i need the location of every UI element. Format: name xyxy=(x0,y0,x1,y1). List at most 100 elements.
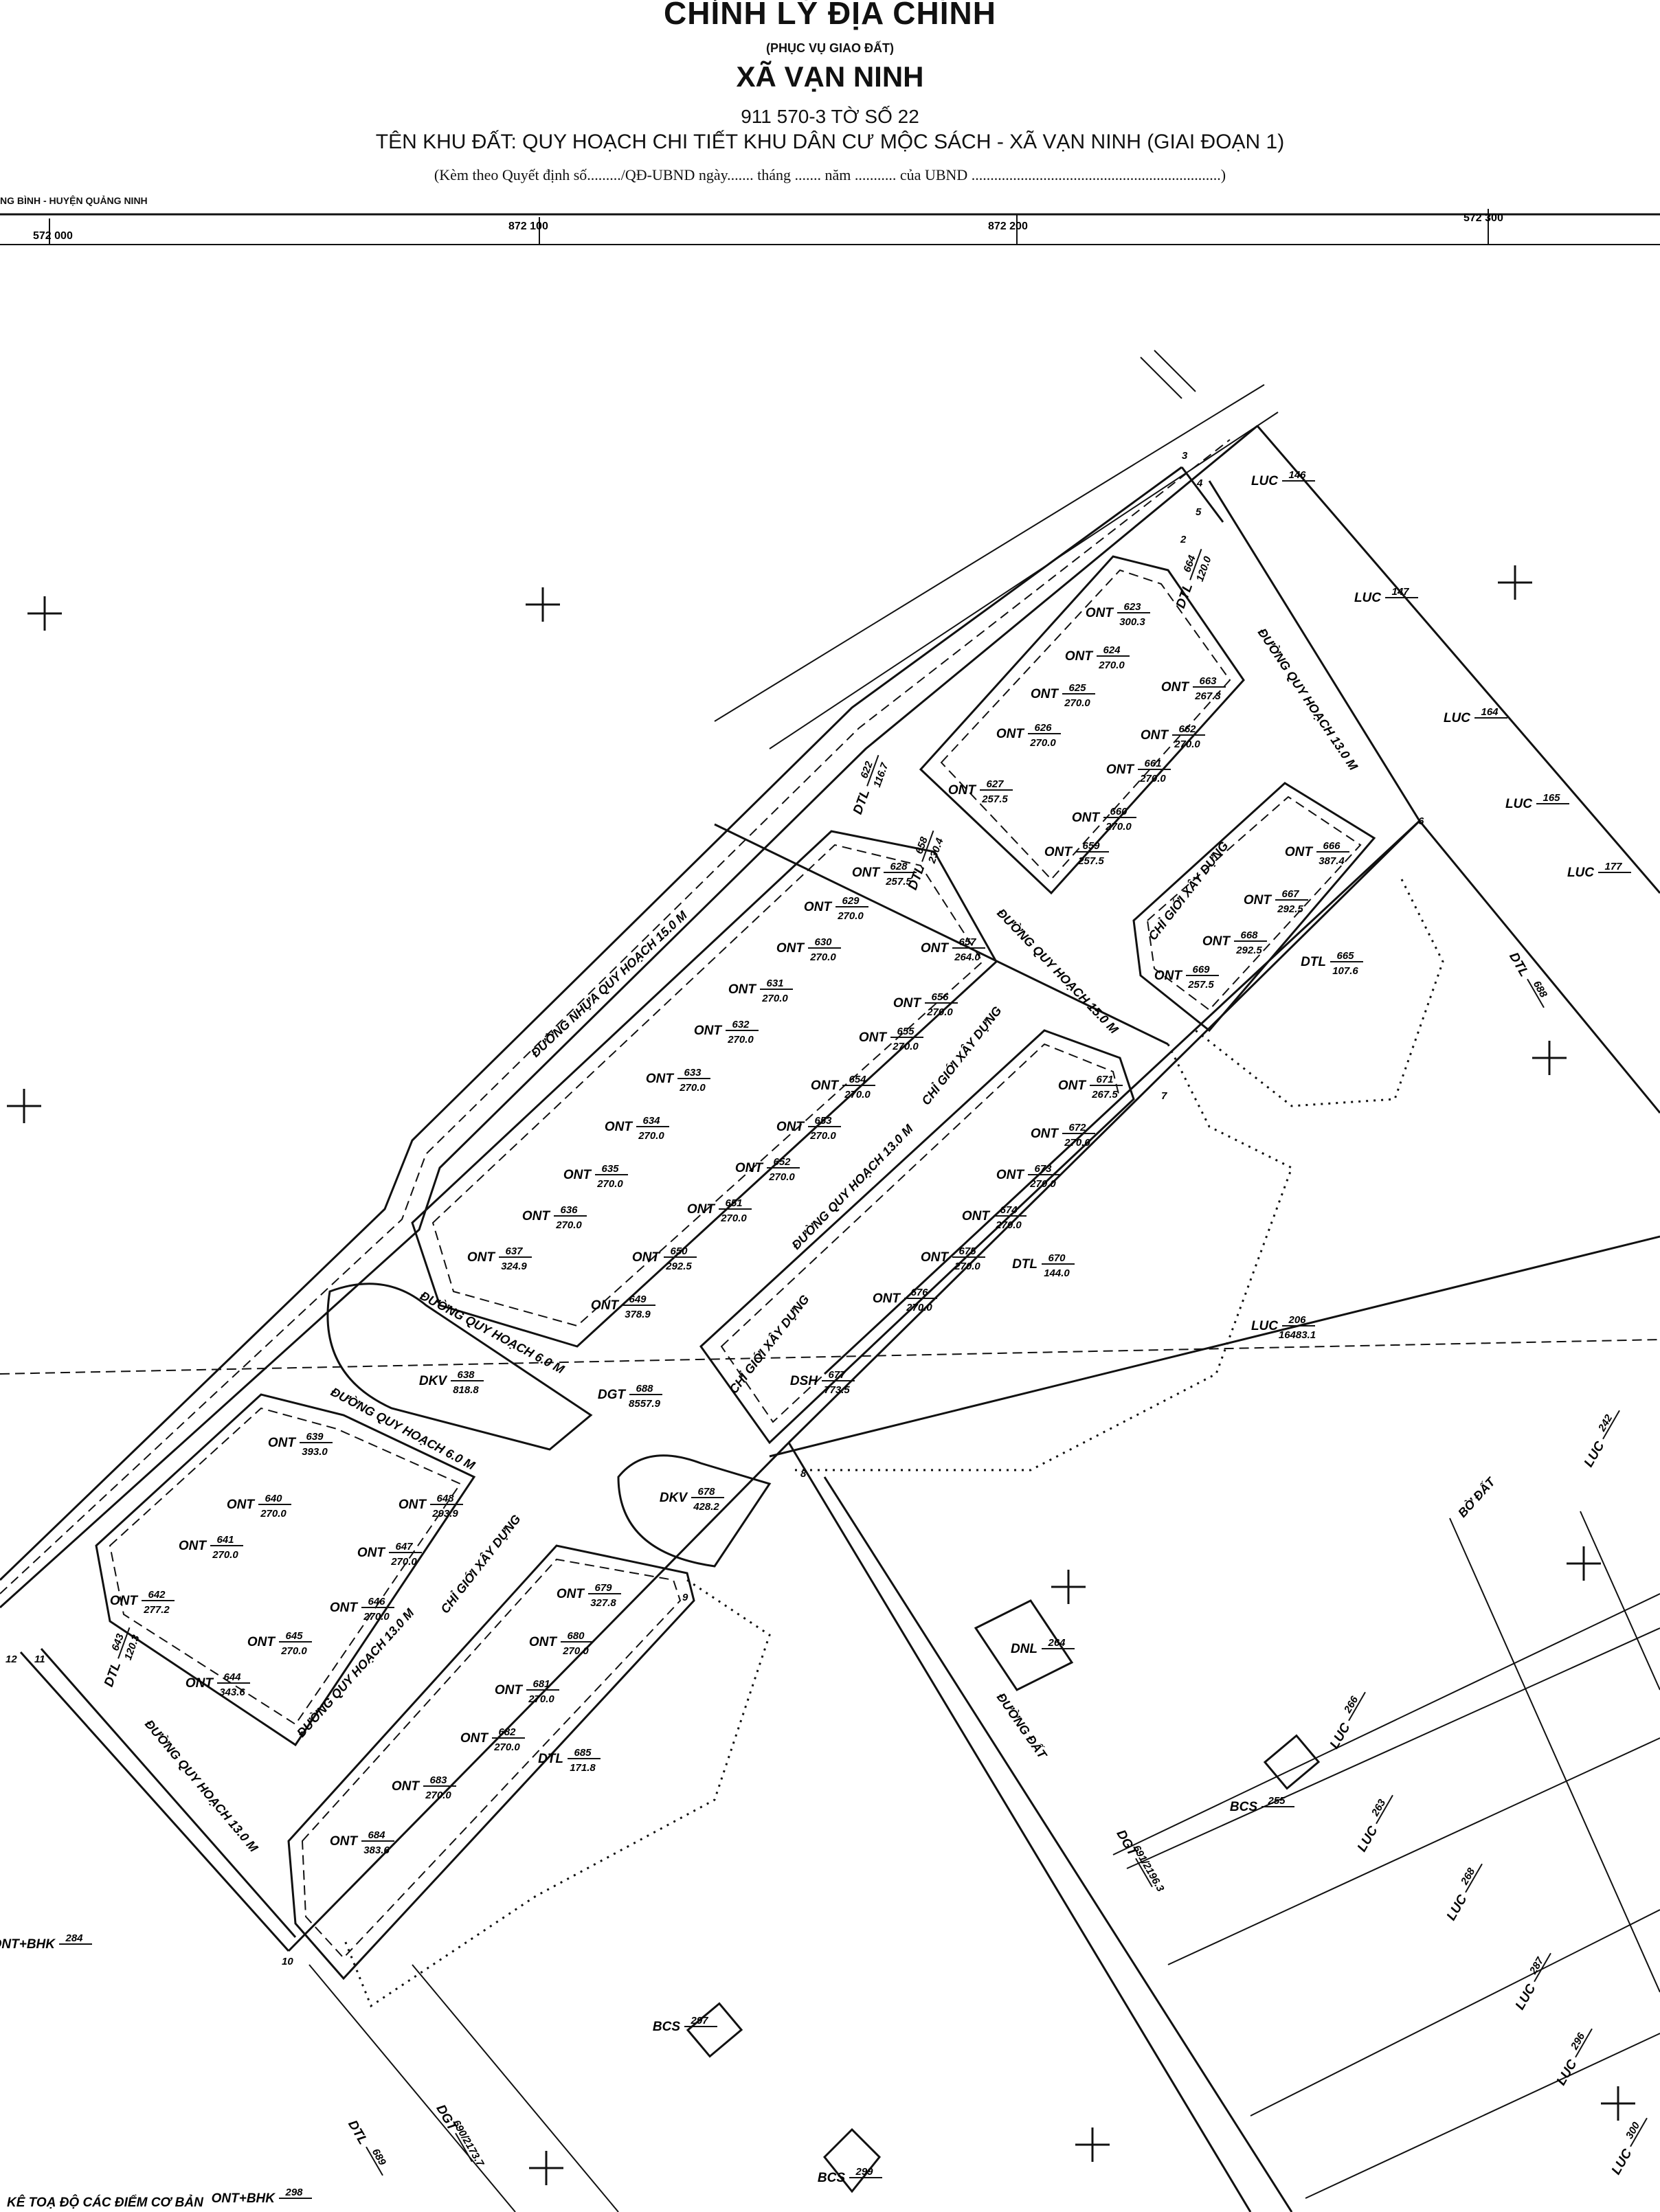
parcel-type: DTL xyxy=(1506,950,1532,979)
label-underline xyxy=(1630,2117,1648,2147)
parcel-type: ONT xyxy=(357,1546,386,1560)
parcel-number: 673 xyxy=(1034,1163,1052,1175)
parcel-type: ONT xyxy=(1141,728,1169,743)
parcel-type: DTL xyxy=(538,1752,563,1766)
grid-label-872100: 872 100 xyxy=(508,221,548,232)
parcel-type: ONT xyxy=(776,941,805,956)
parcel-number: 683 xyxy=(429,1774,447,1786)
parcel-number: 681 xyxy=(532,1678,550,1690)
parcel-area: 267.5 xyxy=(1091,1089,1118,1101)
parcel-area: 270.0 xyxy=(844,1089,871,1101)
parcel-type: DSH xyxy=(790,1374,818,1388)
parcel-type: DGT xyxy=(598,1388,627,1402)
control-point-4: 4 xyxy=(1196,477,1203,489)
parcel-area: 270.0 xyxy=(212,1549,238,1561)
parcel-number: 264 xyxy=(1047,1637,1066,1649)
parcel-number: 688 xyxy=(636,1383,653,1395)
parcel-type: DTL xyxy=(1301,955,1326,969)
parcel-area: 270.0 xyxy=(1174,738,1200,750)
map-title: CHỈNH LÝ ĐỊA CHÍNH xyxy=(664,0,996,31)
parcel-type: ONT xyxy=(776,1120,805,1134)
map-subtitle: (PHỤC VỤ GIAO ĐẤT) xyxy=(766,41,894,55)
parcel-type: ONT xyxy=(646,1072,675,1086)
parcel-area: 144.0 xyxy=(1044,1267,1070,1279)
parcel-area: 270.0 xyxy=(892,1041,919,1052)
road-label-6m-b: ĐƯỜNG QUY HOẠCH 6.0 M xyxy=(328,1384,478,1473)
parcel-type: BCS xyxy=(1230,1800,1257,1814)
parcel-type: DTL xyxy=(906,864,928,892)
parcel-area: 383.6 xyxy=(363,1844,390,1856)
parcel-area: 257.5 xyxy=(885,876,912,888)
parcel-number: 662 xyxy=(1178,723,1196,735)
parcel-area: 270.0 xyxy=(768,1171,795,1183)
parcel-number: 659 xyxy=(1082,840,1100,852)
parcel-number: 648 xyxy=(436,1493,454,1504)
parcel-type: LUC xyxy=(1444,1893,1470,1923)
sheet-number: 911 570-3 TỜ SỐ 22 xyxy=(741,106,919,127)
parcel-number: 672 xyxy=(1068,1122,1086,1133)
parcel-area: 324.9 xyxy=(501,1261,527,1272)
parcel-type: LUC xyxy=(1582,1439,1608,1470)
parcel-number: 691/2196.3 xyxy=(1130,1843,1167,1894)
parcel-area: 8557.9 xyxy=(629,1398,661,1410)
parcel-type: ONT xyxy=(330,1834,359,1849)
label-underline xyxy=(1534,1952,1551,1983)
parcel-number: 206 xyxy=(1288,1314,1306,1326)
parcel-area: 818.8 xyxy=(453,1384,479,1396)
parcel-area: 393.0 xyxy=(302,1446,328,1458)
parcel-number: 255 xyxy=(1267,1795,1286,1807)
control-point-5: 5 xyxy=(1196,506,1202,518)
parcel-area: 264.0 xyxy=(954,951,980,963)
area-name: TÊN KHU ĐẤT: QUY HOẠCH CHI TIẾT KHU DÂN … xyxy=(375,131,1285,153)
parcel-type: ONT xyxy=(735,1161,764,1175)
parcel-number: 644 xyxy=(223,1671,241,1683)
parcel-area: 270.0 xyxy=(555,1219,582,1231)
parcel-type: LUC xyxy=(1567,866,1594,880)
parcel-type: ONT xyxy=(467,1250,496,1265)
province-fragment: NG BÌNH - HUYỆN QUẢNG NINH xyxy=(0,195,148,206)
parcel-area: 270.0 xyxy=(809,1130,836,1142)
parcel-area: 270.0 xyxy=(260,1508,287,1520)
parcel-number: 678 xyxy=(697,1486,715,1498)
fraction-bar xyxy=(117,1627,131,1659)
parcel-type: ONT xyxy=(1202,934,1231,949)
label-underline xyxy=(1135,1858,1153,1888)
parcel-area: 270.0 xyxy=(363,1611,390,1623)
parcel-number: 669 xyxy=(1192,964,1210,975)
parcel-type: ONT xyxy=(529,1635,558,1649)
parcel-area: 270.0 xyxy=(638,1130,664,1142)
parcel-type: ONT xyxy=(694,1024,723,1038)
parcel-number: 639 xyxy=(306,1431,324,1443)
parcel-type: ONT xyxy=(948,783,977,798)
label-underline xyxy=(1348,1691,1366,1722)
parcel-number: 656 xyxy=(931,991,949,1003)
parcel-number: 690/2173.7 xyxy=(450,2118,486,2169)
parcel-type: ONT xyxy=(227,1498,256,1512)
parcel-area: 107.6 xyxy=(1332,965,1358,977)
parcel-number: 653 xyxy=(814,1115,832,1127)
parcel-type: ONT xyxy=(460,1731,489,1746)
parcel-number: 628 xyxy=(890,861,908,872)
road-dashed xyxy=(0,439,1660,1594)
parcel-type: BCS xyxy=(653,2020,680,2034)
parcel-number: 642 xyxy=(148,1589,166,1601)
parcel-number: 646 xyxy=(368,1596,385,1607)
parcel-number: 654 xyxy=(849,1074,866,1085)
